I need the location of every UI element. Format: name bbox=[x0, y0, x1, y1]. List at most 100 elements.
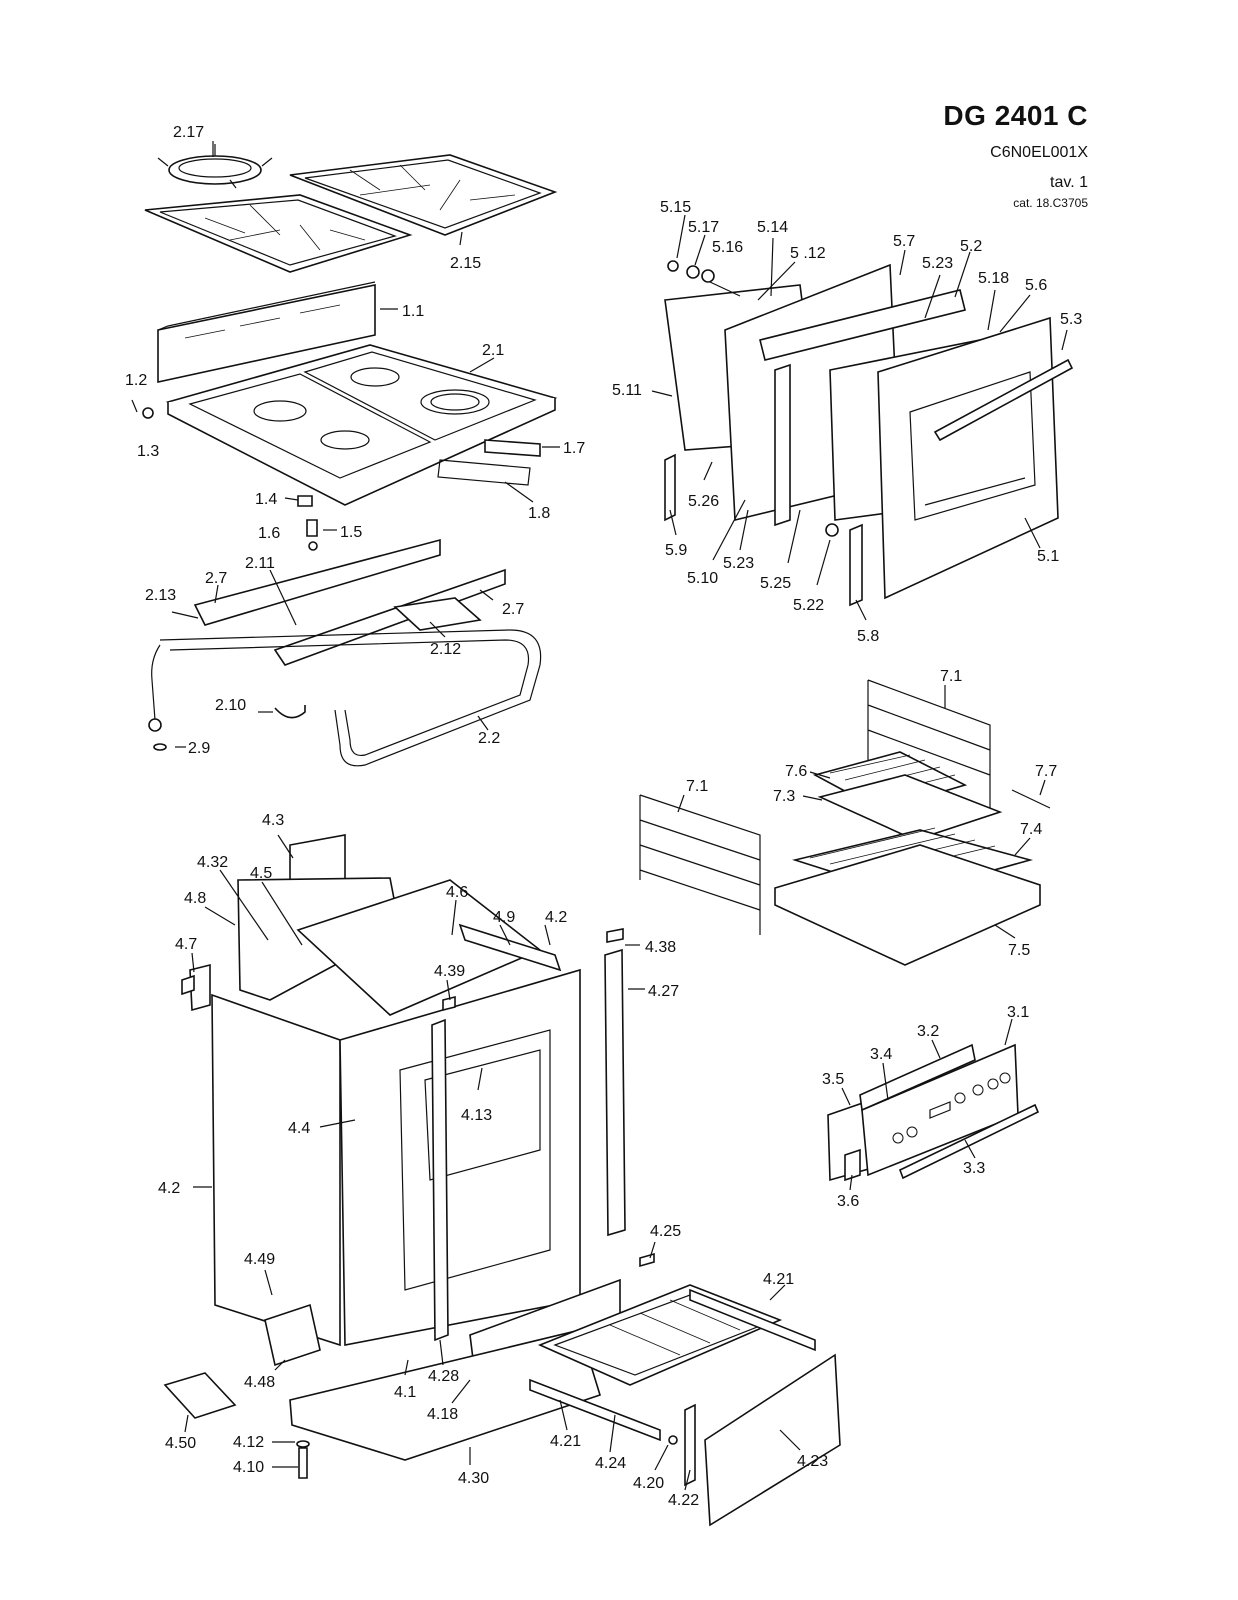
callout-2-2: 2.2 bbox=[478, 730, 500, 747]
callout-2-12: 2.12 bbox=[430, 641, 461, 658]
igniter-harness bbox=[484, 439, 541, 457]
backguard-panel bbox=[157, 281, 376, 383]
callout-2-11: 2.11 bbox=[245, 555, 275, 572]
callout-2-7-left: 2.7 bbox=[205, 570, 227, 587]
side-bracket-left bbox=[189, 963, 211, 1012]
callout-5-23-top: 5.23 bbox=[922, 255, 953, 272]
callout-3-2: 3.2 bbox=[917, 1023, 939, 1040]
callout-4-7: 4.7 bbox=[175, 936, 197, 953]
callout-1-2: 1.2 bbox=[125, 372, 147, 389]
control-panel-group bbox=[827, 1043, 1040, 1182]
callout-7-1-right: 7.1 bbox=[940, 668, 962, 685]
callout-4-2-top: 4.2 bbox=[545, 909, 567, 926]
callout-7-6: 7.6 bbox=[785, 763, 807, 780]
injector-washer bbox=[308, 541, 318, 551]
door-window bbox=[909, 371, 1036, 521]
leader-lines bbox=[171, 141, 1068, 1491]
right-pan-support bbox=[289, 154, 558, 236]
callout-4-30: 4.30 bbox=[458, 1470, 489, 1487]
callout-4-12: 4.12 bbox=[233, 1434, 264, 1451]
left-side-panel bbox=[211, 993, 341, 1347]
callout-5-14: 5.14 bbox=[757, 219, 788, 236]
callout-4-27: 4.27 bbox=[648, 983, 679, 1000]
callout-7-4: 7.4 bbox=[1020, 821, 1042, 838]
callout-1-8: 1.8 bbox=[528, 505, 550, 522]
callout-4-39: 4.39 bbox=[434, 963, 465, 980]
side-trim-right bbox=[604, 948, 626, 1237]
side-rack-left bbox=[639, 794, 761, 935]
callout-2-10: 2.10 bbox=[215, 697, 246, 714]
storage-drawer-group bbox=[529, 1284, 841, 1527]
callout-2-17: 2.17 bbox=[173, 124, 204, 141]
side-bracket bbox=[774, 363, 791, 527]
callout-5-22: 5.22 bbox=[793, 597, 824, 614]
model-code: C6N0EL001X bbox=[990, 144, 1088, 161]
door-handle bbox=[933, 358, 1074, 442]
top-rail bbox=[458, 923, 562, 972]
wok-ring bbox=[157, 144, 273, 189]
callout-4-25: 4.25 bbox=[650, 1223, 681, 1240]
callout-1-1: 1.1 bbox=[402, 303, 424, 320]
callout-5-1: 5.1 bbox=[1037, 548, 1059, 565]
callout-4-38: 4.38 bbox=[645, 939, 676, 956]
oven-door-group bbox=[664, 260, 1074, 607]
callout-3-6: 3.6 bbox=[837, 1193, 859, 1210]
callout-5-9: 5.9 bbox=[665, 542, 687, 559]
callout-7-5: 7.5 bbox=[1008, 942, 1030, 959]
callout-4-21-top: 4.21 bbox=[763, 1271, 794, 1288]
callout-7-1-left: 7.1 bbox=[686, 778, 708, 795]
callout-4-20: 4.20 bbox=[633, 1475, 664, 1492]
callout-2-13: 2.13 bbox=[145, 587, 176, 604]
left-pan-support bbox=[144, 194, 413, 273]
callout-5-15: 5.15 bbox=[660, 199, 691, 216]
callout-1-7: 1.7 bbox=[563, 440, 585, 457]
callout-3-1: 3.1 bbox=[1007, 1004, 1029, 1021]
callout-4-8: 4.8 bbox=[184, 890, 206, 907]
mounting-plate bbox=[393, 597, 482, 631]
callout-4-21-bottom: 4.21 bbox=[550, 1433, 581, 1450]
callout-7-7: 7.7 bbox=[1035, 763, 1057, 780]
callout-4-48: 4.48 bbox=[244, 1374, 275, 1391]
oven-accessories-group bbox=[639, 679, 1051, 966]
callout-4-3: 4.3 bbox=[262, 812, 284, 829]
callout-5-23-bottom: 5.23 bbox=[723, 555, 754, 572]
callout-5-11: 5.11 bbox=[612, 382, 642, 399]
panel-support bbox=[859, 1043, 976, 1112]
callout-1-6: 1.6 bbox=[258, 525, 280, 542]
leveling-foot bbox=[298, 1447, 308, 1479]
callout-4-49: 4.49 bbox=[244, 1251, 275, 1268]
base-frame bbox=[289, 1329, 601, 1461]
callout-4-1: 4.1 bbox=[394, 1384, 416, 1401]
drawer-runner-left bbox=[529, 1378, 661, 1442]
outer-door-panel bbox=[877, 316, 1059, 600]
callout-4-23: 4.23 bbox=[797, 1453, 828, 1470]
callout-5-8: 5.8 bbox=[857, 628, 879, 645]
pipe-clamp bbox=[274, 705, 306, 719]
callout-5-16: 5.16 bbox=[712, 239, 743, 256]
rotisserie-spit bbox=[1011, 789, 1051, 809]
door-top-trim bbox=[759, 289, 966, 361]
callout-4-9: 4.9 bbox=[493, 909, 515, 926]
injector bbox=[306, 519, 318, 537]
callout-1-5: 1.5 bbox=[340, 524, 362, 541]
callout-3-5: 3.5 bbox=[822, 1071, 844, 1088]
knob-screw bbox=[142, 407, 154, 419]
oven-cavity bbox=[339, 968, 581, 1346]
callout-1-3: 1.3 bbox=[137, 443, 159, 460]
catalog-number: cat. 18.C3705 bbox=[1013, 196, 1088, 210]
side-trim-left bbox=[431, 1018, 449, 1342]
callout-4-22: 4.22 bbox=[668, 1492, 699, 1509]
callout-2-1: 2.1 bbox=[482, 342, 504, 359]
callout-5-25: 5.25 bbox=[760, 575, 791, 592]
callout-4-5: 4.5 bbox=[250, 865, 272, 882]
drawer-front bbox=[704, 1353, 841, 1527]
callout-5-10: 5.10 bbox=[687, 570, 718, 587]
callout-4-18: 4.18 bbox=[427, 1406, 458, 1423]
oven-body-group bbox=[163, 834, 655, 1479]
drawer-runner-right bbox=[689, 1288, 816, 1352]
callout-5-3: 5.3 bbox=[1060, 311, 1082, 328]
drip-tray bbox=[817, 774, 1003, 841]
callout-4-24: 4.24 bbox=[595, 1455, 626, 1472]
callout-2-15: 2.15 bbox=[450, 255, 481, 272]
